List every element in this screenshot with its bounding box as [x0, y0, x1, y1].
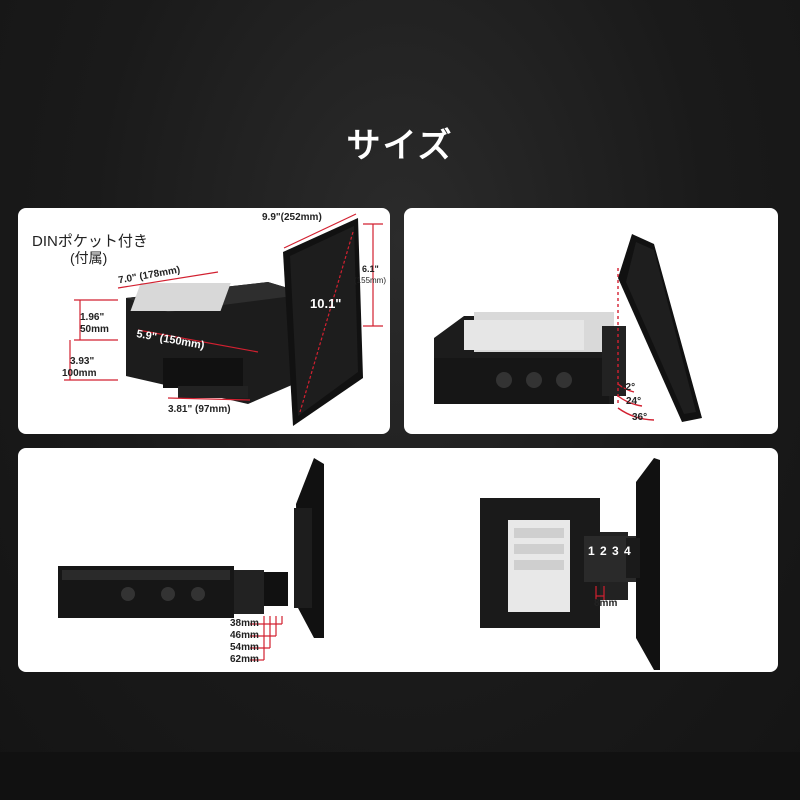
position-1-label: 1 — [588, 544, 595, 558]
bottom-band — [0, 752, 800, 800]
height-2-in-label: 3.93" — [70, 356, 95, 367]
screen-height-mm-label: (155mm) — [354, 276, 387, 285]
offset-54-label: 54mm — [230, 642, 259, 653]
screen-height-in-label: 6.1" — [362, 264, 379, 274]
tilt-panel: 12° 24° 36° — [404, 208, 778, 434]
page-title: サイズ — [346, 127, 454, 165]
din-pocket-sub-label: (付属) — [70, 250, 108, 266]
offset-38-label: 38mm — [230, 618, 259, 629]
mount-illustration — [58, 458, 660, 670]
din-pocket-label: DINポケット付き — [32, 233, 148, 250]
tilt-illustration — [434, 234, 702, 422]
dimension-illustration — [64, 213, 383, 426]
angle-12-label: 12° — [620, 382, 636, 393]
position-4-label: 4 — [624, 544, 631, 558]
height-1-mm-label: 50mm — [80, 324, 109, 335]
bottom-width-label: 3.81" (97mm) — [168, 404, 231, 415]
position-2-label: 2 — [600, 544, 607, 558]
dimension-panel: DINポケット付き (付属) 9.9"(252mm) 7.0" (178mm) … — [18, 208, 390, 434]
width-label: 9.9"(252mm) — [262, 212, 322, 223]
position-3-label: 3 — [612, 544, 619, 558]
screen-diagonal-label: 10.1" — [310, 296, 342, 311]
mount-panel: 38mm 46mm 54mm 62mm 1 2 3 4 8mm — [18, 448, 778, 672]
offset-46-label: 46mm — [230, 630, 259, 641]
height-1-in-label: 1.96" — [80, 312, 105, 323]
height-2-mm-label: 100mm — [62, 368, 97, 379]
offset-62-label: 62mm — [230, 654, 259, 665]
spacing-label: 8mm — [594, 598, 618, 609]
angle-36-label: 36° — [632, 412, 648, 423]
angle-24-label: 24° — [626, 396, 642, 407]
